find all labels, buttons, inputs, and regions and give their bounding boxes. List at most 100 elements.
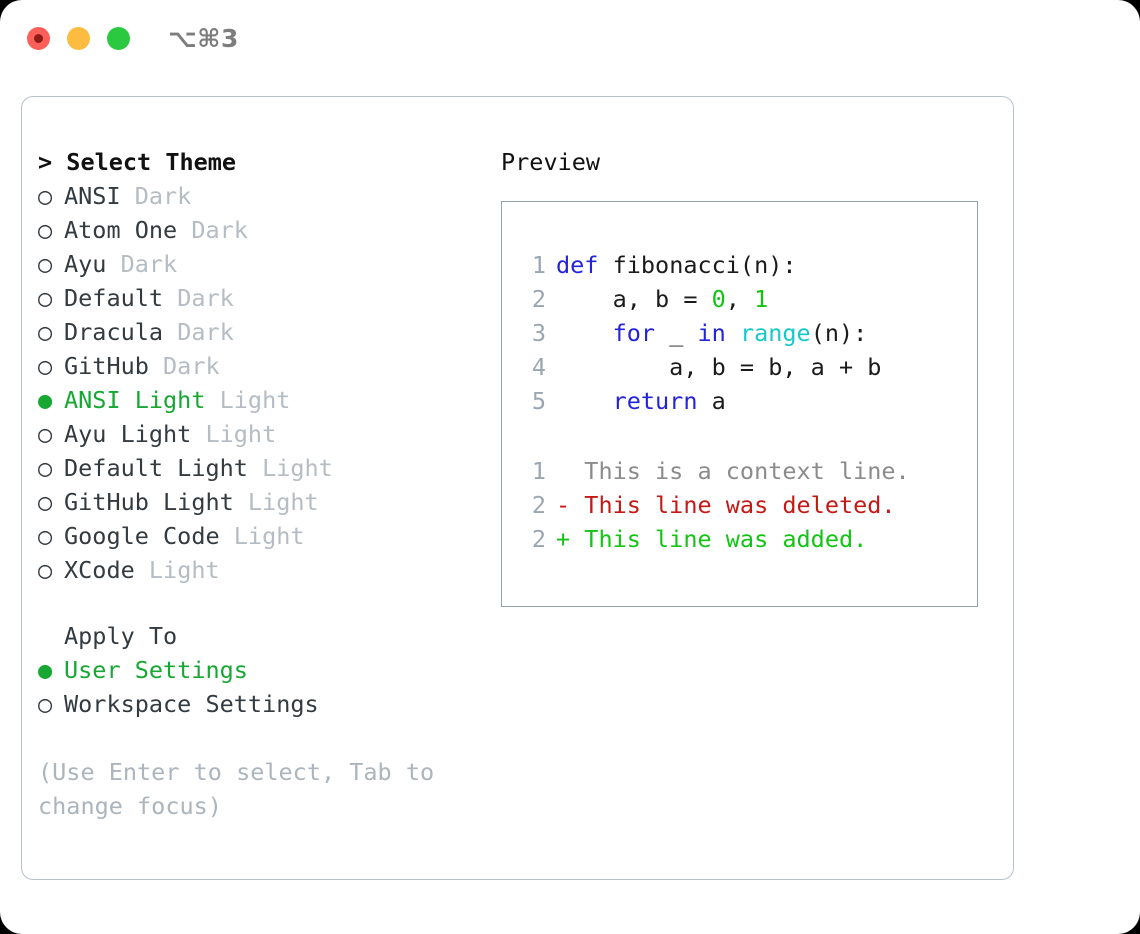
radio-unselected-icon: ○ (38, 250, 53, 278)
code-token-txt: , (725, 285, 755, 313)
radio-selected-icon: ● (38, 656, 53, 684)
diff-line-del: 2 - This line was deleted. (516, 488, 977, 522)
radio-unselected-icon: ○ (38, 522, 53, 550)
option-label: ANSI (64, 182, 121, 210)
page-title: > Select Theme (38, 148, 237, 176)
code-token-txt (726, 316, 740, 350)
code-token-fn: range (739, 319, 811, 347)
radio-selected-icon: ● (38, 386, 53, 414)
option-suffix: Light (134, 556, 220, 584)
maximize-window-button[interactable] (107, 27, 130, 50)
code-line: 5 return a (516, 384, 977, 418)
option-label: GitHub Light (64, 488, 234, 516)
theme-option-atom-one[interactable]: ○ Atom One Dark (38, 213, 478, 247)
theme-picker-column: > Select Theme ○ANSI Dark○Atom One Dark○… (38, 145, 478, 823)
code-token-txt: a, b = (556, 285, 712, 313)
option-suffix: Dark (120, 182, 192, 210)
line-number: 5 (531, 387, 546, 415)
code-token-num: 1 (754, 285, 769, 313)
theme-option-ansi-light[interactable]: ●ANSI Light Light (38, 383, 478, 417)
radio-unselected-icon: ○ (38, 318, 53, 346)
code-line: 1 def fibonacci(n): (516, 248, 977, 282)
radio-unselected-icon: ○ (38, 556, 53, 584)
apply-to-option-list: ● User Settings ○Workspace Settings (38, 653, 478, 721)
code-token-kw: def (556, 251, 599, 279)
option-suffix: Light (219, 522, 305, 550)
radio-unselected-icon: ○ (38, 216, 53, 244)
option-label: User Settings (64, 656, 248, 684)
option-label: Dracula (64, 318, 164, 346)
diff-sample: 1 This is a context line. 2 - This line wa… (516, 454, 977, 556)
code-token-txt (556, 384, 613, 418)
keyboard-shortcut-label: ⌥⌘3 (168, 24, 239, 53)
theme-option-list: ○ ANSI Dark ○ Atom One Dark ○ Ayu Dark ○ Defaul… (38, 179, 478, 587)
line-number: 1 (531, 457, 546, 485)
diff-text: - This line was deleted. (556, 491, 896, 519)
option-suffix: Dark (177, 216, 248, 244)
theme-option-xcode[interactable]: ○XCode Light (38, 553, 478, 587)
theme-option-github[interactable]: ○GitHub Dark (38, 349, 478, 383)
option-suffix: Dark (163, 284, 234, 312)
code-line: 3 for _ in range(n): (516, 316, 977, 350)
theme-option-ayu-light[interactable]: ○ Ayu Light Light (38, 417, 478, 451)
option-suffix: Light (191, 420, 277, 448)
line-number: 2 (531, 491, 546, 519)
option-label: Default Light (64, 454, 248, 482)
apply-option-workspace-settings[interactable]: ○Workspace Settings (38, 687, 478, 721)
option-suffix: Dark (163, 318, 234, 346)
diff-text: + This line was added. (556, 525, 868, 553)
radio-unselected-icon: ○ (38, 690, 53, 718)
theme-option-default[interactable]: ○ Default Dark (38, 281, 478, 315)
option-suffix: Light (205, 386, 291, 414)
radio-unselected-icon: ○ (38, 420, 53, 448)
theme-option-ansi[interactable]: ○ ANSI Dark (38, 179, 478, 213)
code-token-txt (556, 316, 613, 350)
diff-line-add: 2 + This line was added. (516, 522, 977, 556)
code-line: 2 a, b = 0, 1 (516, 282, 977, 316)
minimize-window-button[interactable] (67, 27, 90, 50)
code-token-kw: in (697, 319, 726, 347)
diff-text: This is a context line. (556, 457, 910, 485)
option-label: Google Code (64, 522, 220, 550)
radio-unselected-icon: ○ (38, 454, 53, 482)
code-token-txt: a, b = b, a + b (556, 353, 882, 381)
option-suffix: Light (233, 488, 319, 516)
option-label: Ayu (64, 250, 107, 278)
radio-unselected-icon: ○ (38, 284, 53, 312)
line-number: 2 (531, 285, 546, 313)
theme-option-dracula[interactable]: ○ Dracula Dark (38, 315, 478, 349)
option-label: Atom One (64, 216, 178, 244)
code-token-txt: (n): (810, 319, 868, 347)
theme-option-default-light[interactable]: ○ Default Light Light (38, 451, 478, 485)
keyboard-hint-text: (Use Enter to select, Tab to change focu… (38, 758, 435, 820)
main-panel: > Select Theme ○ANSI Dark○Atom One Dark○… (21, 96, 1014, 880)
option-label: Ayu Light (64, 420, 192, 448)
line-number: 2 (531, 525, 546, 553)
option-suffix: Light (247, 454, 333, 482)
theme-option-google-code[interactable]: ○ Google Code Light (38, 519, 478, 553)
apply-to-group: Apply To ●User Settings○Workspace Settin… (38, 619, 478, 721)
code-token-kw: for (612, 319, 656, 347)
option-label: Default (64, 284, 164, 312)
line-number: 4 (531, 353, 546, 381)
close-window-button[interactable] (27, 27, 50, 50)
theme-option-github-light[interactable]: ○ GitHub Light Light (38, 485, 478, 519)
line-number: 1 (531, 251, 546, 279)
code-token-num: 0 (711, 285, 726, 313)
code-token-kw: return (612, 387, 698, 415)
radio-unselected-icon: ○ (38, 488, 53, 516)
option-label: GitHub (64, 352, 149, 380)
code-line: 4 a, b = b, a + b (516, 350, 977, 384)
line-number: 3 (531, 319, 546, 347)
code-token-txt: fibonacci(n): (598, 251, 797, 279)
radio-unselected-icon: ○ (38, 182, 53, 210)
radio-unselected-icon: ○ (38, 352, 53, 380)
preview-title: Preview (501, 148, 601, 176)
apply-option-user-settings[interactable]: ● User Settings (38, 653, 478, 687)
option-suffix: Dark (106, 250, 178, 278)
theme-option-ayu[interactable]: ○ Ayu Dark (38, 247, 478, 281)
